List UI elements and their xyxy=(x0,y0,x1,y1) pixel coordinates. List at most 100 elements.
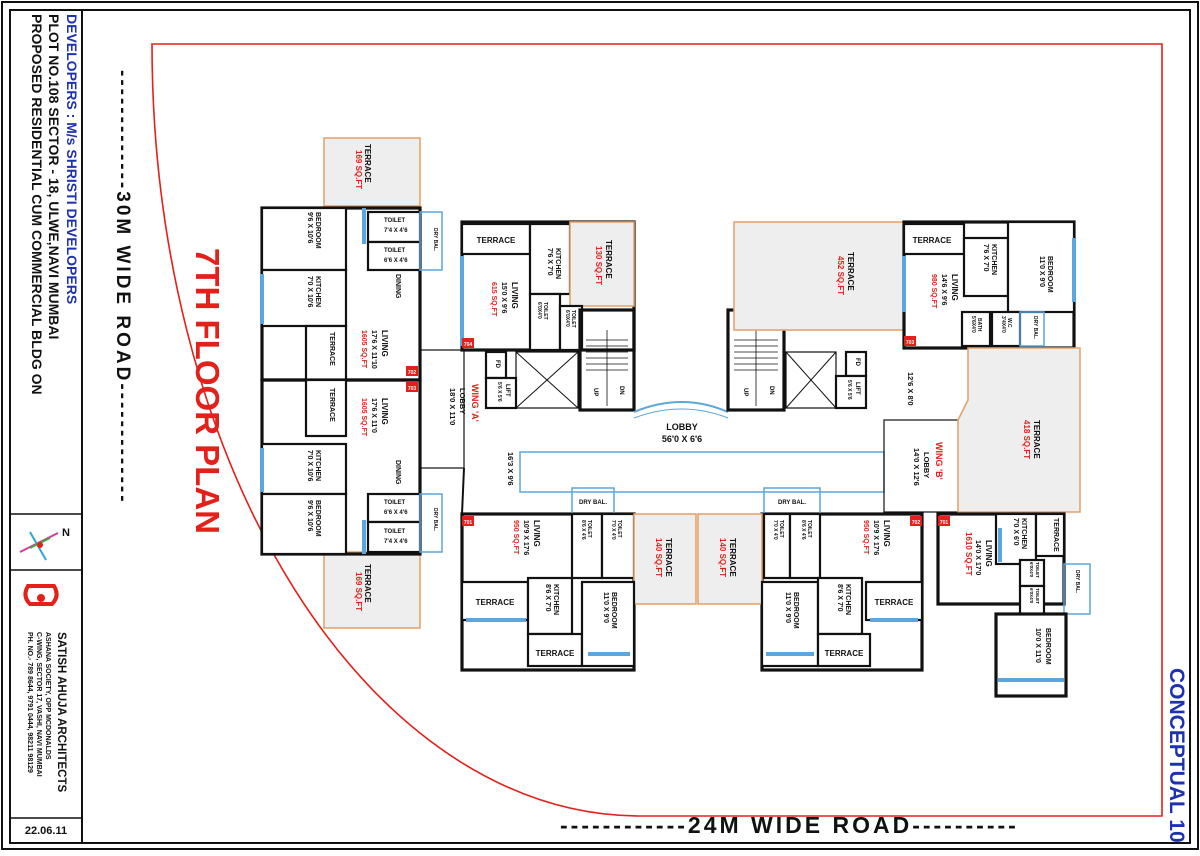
unit-tag xyxy=(462,338,474,348)
toilet xyxy=(600,512,636,580)
room-size: 7'0 X 10'6 xyxy=(306,450,313,481)
flat-area: 950 SQ.FT xyxy=(862,520,869,555)
toilet xyxy=(366,492,422,524)
lobby-size: 18'0 X 11'0 xyxy=(448,388,457,425)
terrace-large xyxy=(633,513,697,605)
room-label: TERRACE xyxy=(1052,518,1059,552)
road-label-30m: -------------30M WIDE ROAD------------- xyxy=(112,70,133,505)
lobby-label: LOBBY xyxy=(458,388,467,414)
room-label: DRY BAL. xyxy=(778,500,806,506)
unit-tag xyxy=(904,336,916,346)
room-label: LIVING xyxy=(380,398,389,425)
terrace-large xyxy=(697,513,763,605)
room-size: 7'6 X 7'0 xyxy=(546,248,553,276)
room-size: 10'0 X 11'0 xyxy=(1034,628,1041,663)
room-label: DRY BAL. xyxy=(579,500,607,506)
room-label: KITCHEN xyxy=(314,276,321,307)
room-label: TERRACE xyxy=(328,388,335,422)
terrace-large xyxy=(569,221,635,307)
flat-area: 1605 SQ.FT xyxy=(360,330,367,369)
terrace-room xyxy=(304,324,348,382)
toilet xyxy=(366,240,422,272)
terrace-large xyxy=(957,347,1081,513)
unit-number: 704 xyxy=(464,342,473,348)
room-label: LIVING xyxy=(380,330,389,357)
room-label: TOILET xyxy=(1035,588,1040,604)
room-size: 7'0 X 4'0 xyxy=(610,520,616,540)
unit-number: 702 xyxy=(912,520,921,526)
room-label: BEDROOM xyxy=(792,592,799,629)
toilet xyxy=(788,512,822,580)
room-size: 3'4X4'0 xyxy=(1000,316,1006,333)
room-label: BATH xyxy=(976,318,982,332)
room-label: TERRACE xyxy=(328,332,335,366)
room-label: LIVING xyxy=(510,282,519,309)
kitchen xyxy=(962,236,1010,298)
developer-name: DEVELOPERS : M/s SHRISTI DEVELOPERS xyxy=(64,14,80,304)
room-size: 7'0 X 10'6 xyxy=(306,276,313,307)
room-label: TOILET xyxy=(570,310,576,328)
room-label: TOILET xyxy=(616,520,622,538)
stair-up: UP xyxy=(742,388,748,396)
north-arrow-icon: N xyxy=(19,527,70,561)
drawing-date: 22.06.11 xyxy=(25,825,67,837)
room-label: BEDROOM xyxy=(314,212,321,249)
room-size: 15'0 X 9'6 xyxy=(500,282,507,313)
architect-logo-icon xyxy=(23,584,59,606)
room-size: 5'6X4'0 xyxy=(970,316,976,333)
stair-up: UP xyxy=(592,388,598,396)
room-size: 9'6 X 10'6 xyxy=(306,212,313,243)
dry-balcony xyxy=(419,211,443,271)
terrace-room xyxy=(1034,512,1066,558)
lobby-label: LOBBY xyxy=(666,422,698,432)
bedroom xyxy=(1006,220,1076,314)
unit-tag xyxy=(938,516,950,526)
room-label: W.C xyxy=(1006,318,1012,328)
room-label: LIVING xyxy=(950,274,959,301)
room-label: TERRACE xyxy=(476,598,515,607)
room-label: LIVING xyxy=(532,520,541,547)
terrace-top xyxy=(323,137,421,207)
room-label: TOILET xyxy=(806,520,812,538)
room-size: 11'0 X 9'0 xyxy=(602,592,609,623)
room-size: 11'0 X 9'0 xyxy=(784,592,791,623)
lobby-size: 14'0 X 12'6 xyxy=(912,448,921,486)
room-size: 17'6 X 11'10 xyxy=(370,330,377,369)
room-label: DRY BAL. xyxy=(1032,316,1038,340)
room-label: TERRACE xyxy=(825,649,864,658)
plot-boundary xyxy=(151,43,1163,817)
wing-label: WING 'A' xyxy=(470,384,480,422)
scheme-label: CONCEPTUAL 10 xyxy=(1165,668,1188,843)
toilet xyxy=(558,304,584,352)
terrace-area: 418 SQ.FT xyxy=(1022,420,1031,459)
terrace-label: TERRACE xyxy=(846,252,855,291)
unit-number: 703 xyxy=(906,340,915,346)
toilet xyxy=(366,210,422,244)
unit-number: 702 xyxy=(408,370,417,376)
room-label: TERRACE xyxy=(477,236,516,245)
sheet-inner-border xyxy=(9,9,1191,844)
flat-area: 1610 SQ.FT xyxy=(964,532,973,576)
terrace-room xyxy=(816,632,872,668)
room-size: 11'0 X 9'0 xyxy=(1038,256,1045,287)
stair-down: DN xyxy=(768,386,774,395)
toilet xyxy=(366,520,422,554)
bedroom xyxy=(994,612,1068,698)
terrace-large xyxy=(733,221,905,331)
terrace-room xyxy=(304,378,348,438)
terrace-label: TERRACE xyxy=(363,564,372,603)
room-size: 10'9 X 17'6 xyxy=(872,520,879,555)
wing-b-lobby xyxy=(883,419,961,513)
room-label: TERRACE xyxy=(536,649,575,658)
room-label: DINING xyxy=(394,274,401,299)
terrace-label: TERRACE xyxy=(604,240,613,279)
lift-size: 5'6 X 5'6 xyxy=(496,382,502,402)
room-size: 7'4 X 4'6 xyxy=(384,228,408,234)
room-size: 6'6 X 4'6 xyxy=(384,510,408,516)
terrace-area: 140 SQ.FT xyxy=(654,538,663,577)
terrace-area: 169 SQ.FT xyxy=(354,150,363,189)
room-label: KITCHEN xyxy=(844,584,851,615)
terrace-label: TERRACE xyxy=(664,538,673,577)
terrace-label: TERRACE xyxy=(363,144,372,183)
